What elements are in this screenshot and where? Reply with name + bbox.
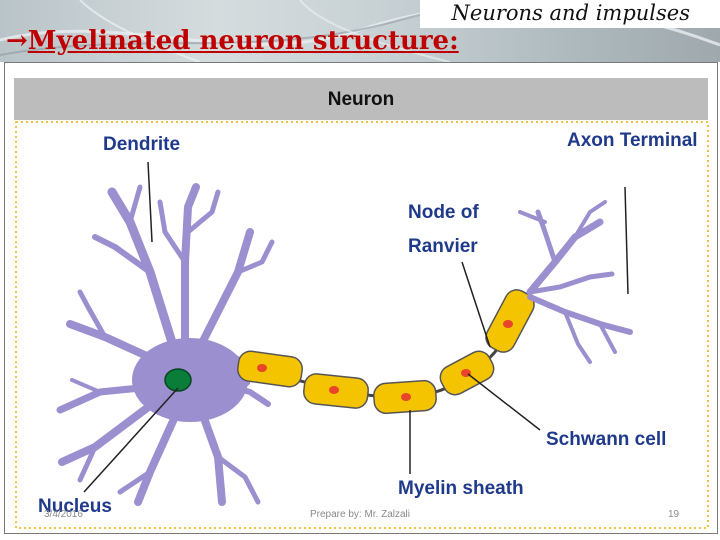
myelin-segments xyxy=(237,289,535,415)
footer-author: Prepare by: Mr. Zalzali xyxy=(309,509,411,520)
label-schwann-cell: Schwann cell xyxy=(546,429,666,450)
diagram-border xyxy=(15,121,709,529)
arrow-icon: → xyxy=(6,26,28,56)
footer-date: 3/4/2016 xyxy=(44,509,83,520)
slide-title-text: Myelinated neuron structure: xyxy=(27,26,459,56)
diagram-title-bar xyxy=(14,78,708,120)
dendrites xyxy=(56,183,275,506)
label-axon-terminal: Axon Terminal xyxy=(567,130,698,151)
label-pointers xyxy=(83,161,629,493)
axon-terminal-branches xyxy=(518,200,633,364)
label-myelin-sheath: Myelin sheath xyxy=(398,478,524,499)
topic-badge: Neurons and impulses xyxy=(420,0,720,28)
slide-title: →Myelinated neuron structure: xyxy=(6,26,459,56)
diagram-frame xyxy=(4,62,718,534)
schwann-nuclei xyxy=(257,320,513,401)
footer-page-number: 19 xyxy=(668,509,680,520)
label-node-line1: Node of xyxy=(408,202,479,223)
myelin-segment xyxy=(237,350,303,388)
diagram-title: Neuron xyxy=(328,89,395,110)
label-node-line2: Ranvier xyxy=(408,236,478,257)
topic-badge-text: Neurons and impulses xyxy=(451,1,690,25)
neuron-diagram: Neuron xyxy=(14,78,709,529)
nucleus-shape xyxy=(164,368,192,392)
label-nucleus: Nucleus xyxy=(38,496,112,517)
label-dendrite: Dendrite xyxy=(103,134,180,155)
